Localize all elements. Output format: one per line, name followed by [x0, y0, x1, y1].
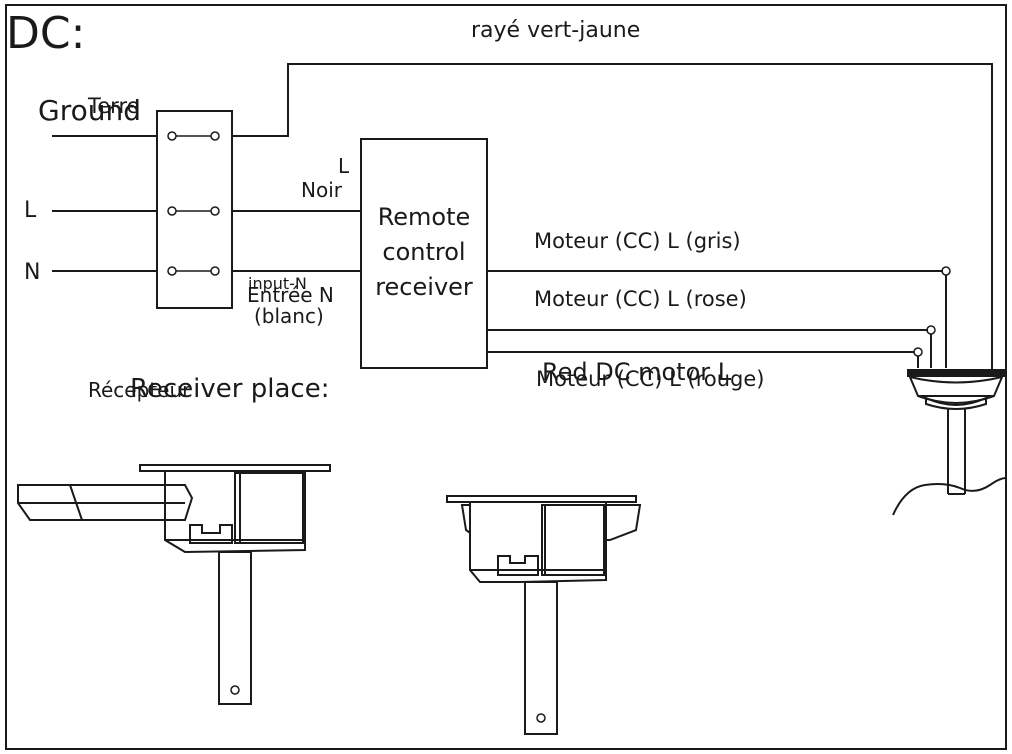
- earth-wire: [233, 63, 993, 370]
- label-recepteur: Récepteur: [88, 378, 191, 402]
- label-l-receiver: L: [338, 154, 350, 178]
- dc-title: DC:: [6, 8, 86, 59]
- label-ground: Ground: [38, 94, 141, 127]
- terminal-block: [156, 110, 233, 309]
- receiver-placement-drawing-1: [17, 464, 331, 705]
- label-moteur-rouge: Moteur (CC) L (rouge): [536, 367, 765, 391]
- receiver-box-label: Remote control receiver: [361, 200, 487, 305]
- receiver-box-line-1: Remote: [377, 203, 471, 231]
- motor-terminal-rose: [926, 325, 936, 335]
- label-n-supply: N: [24, 260, 41, 285]
- motor-terminal-gris: [941, 266, 951, 276]
- label-input-n: input-N: [248, 274, 307, 293]
- label-blanc: (blanc): [254, 304, 324, 328]
- receiver-placement-drawing-2: [446, 495, 642, 735]
- terminal-screws: [167, 131, 220, 276]
- receiver-box-line-2: control: [382, 238, 466, 266]
- label-terre: Terre: [88, 94, 140, 118]
- label-receiver-place: Receiver place:: [130, 374, 330, 404]
- diagram-frame: [5, 4, 1007, 750]
- label-moteur-rose: Moteur (CC) L (rose): [534, 287, 747, 311]
- label-red-dc-motor: Red DC motor L: [542, 358, 732, 386]
- motor-terminal-rouge: [913, 347, 923, 357]
- label-moteur-gris: Moteur (CC) L (gris): [534, 229, 741, 253]
- receiver-box-line-3: receiver: [375, 273, 473, 301]
- fan-motor-drawing: [892, 369, 1007, 516]
- label-noir: Noir: [301, 178, 342, 202]
- remote-control-receiver-box: [360, 138, 488, 369]
- label-raye-vert-jaune: rayé vert-jaune: [471, 18, 641, 43]
- label-entree-n: Entrée N: [247, 283, 334, 307]
- label-l-supply: L: [24, 198, 37, 223]
